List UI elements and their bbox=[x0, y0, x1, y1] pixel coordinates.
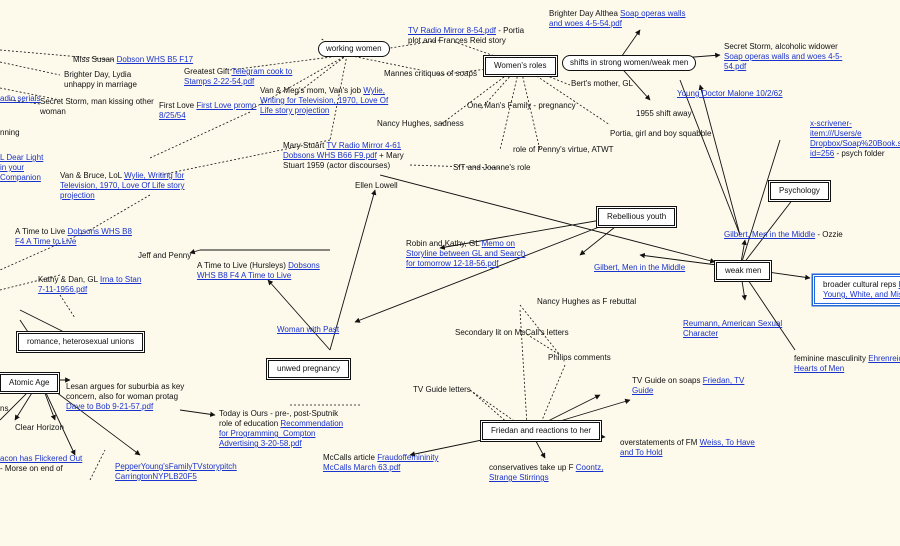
node-broader[interactable]: broader cultural reps B Young, White, an… bbox=[814, 276, 900, 304]
node-van-megs: Van & Meg's mom, Van's job Wylie, Writin… bbox=[260, 86, 389, 115]
node-one-mans-family: One Man's Family - pregnancy bbox=[467, 101, 576, 110]
broader-link[interactable]: B Young, White, and Mise bbox=[823, 280, 900, 299]
today-ours-link[interactable]: Recommendation for Programming_Compton A… bbox=[219, 419, 344, 448]
node-nancy-rebuttal: Nancy Hughes as F rebuttal bbox=[537, 297, 637, 306]
radio-serials-link[interactable]: adio serials bbox=[0, 94, 41, 103]
node-romance[interactable]: romance, heterosexual unions bbox=[18, 333, 144, 351]
node-reumann: Reumann, American Sexual Character bbox=[683, 319, 793, 339]
node-today-ours: Today is Ours - pre-, post-Sputnik role … bbox=[219, 409, 344, 448]
scrivener-link[interactable]: x-scrivener-item:///Users/e Dropbox/Soap… bbox=[810, 119, 900, 158]
node-working-women[interactable]: working women bbox=[318, 41, 390, 57]
node-mannes: Mannes critiques of soaps bbox=[384, 69, 477, 78]
node-ns: ns bbox=[0, 404, 9, 413]
tv-guide-soaps-link[interactable]: Friedan, TV Guide bbox=[632, 376, 745, 395]
node-nning: nning bbox=[0, 128, 20, 137]
van-megs-link[interactable]: Wylie, Writing for Television, 1970, Lov… bbox=[260, 86, 389, 115]
node-sft-joanne: SfT and Joanne's role bbox=[453, 163, 531, 172]
node-dear-light: L Dear Light in your Companion bbox=[0, 153, 45, 183]
node-friedan[interactable]: Friedan and reactions to her bbox=[482, 422, 601, 440]
reumann-link[interactable]: Reumann, American Sexual Character bbox=[683, 319, 783, 338]
node-unwed[interactable]: unwed pregnancy bbox=[268, 360, 350, 378]
node-secret-storm-kiss: Secret Storm, man kissing other woman bbox=[40, 97, 154, 116]
node-tv-guide-letters: TV Guide letters bbox=[413, 385, 471, 394]
node-young-doctor: Young Doctor Malone 10/2/62 bbox=[677, 89, 783, 99]
secret-storm-alc-link[interactable]: Soap operas walls and woes 4-5-54.pdf bbox=[724, 52, 843, 71]
node-woman-past: Woman with Past bbox=[277, 325, 339, 335]
node-miss-susan: Miss Susan Dobson WHS B5 F17 bbox=[73, 55, 194, 64]
node-first-love: First Love First Love promo 8/25/54 bbox=[159, 101, 257, 120]
node-robin-kathy: Robin and Kathy, GL Memo on Storyline be… bbox=[406, 239, 526, 268]
node-secondary-lit: Secondary lit on McCall's letters bbox=[455, 328, 569, 337]
node-tv-radio-portia: TV Radio Mirror 8-54.pdf - Portia plot a… bbox=[408, 26, 525, 45]
young-doctor-link[interactable]: Young Doctor Malone 10/2/62 bbox=[677, 89, 783, 98]
node-radio-serials: adio serials bbox=[0, 94, 40, 104]
dear-light-link[interactable]: L Dear Light in your Companion bbox=[0, 153, 44, 182]
node-atomic[interactable]: Atomic Age bbox=[0, 374, 59, 392]
node-pennys-virtue: role of Penny's virtue, ATWT bbox=[513, 145, 614, 154]
node-kathy-dan: Kathy & Dan, GL Irna to Stan 7-11-1956.p… bbox=[38, 275, 142, 294]
node-brighter-day-lydia: Brighter Day, Lydia unhappy in marriage bbox=[64, 70, 137, 89]
node-womens-roles[interactable]: Women's roles bbox=[485, 57, 556, 75]
node-1955: 1955 shift away bbox=[636, 109, 692, 118]
node-shifts[interactable]: shifts in strong women/weak men bbox=[562, 55, 697, 71]
gilbert-link[interactable]: Gilbert, Men in the Middle bbox=[594, 263, 686, 272]
node-van-bruce: Van & Bruce, LoL Wylie, Writing for Tele… bbox=[60, 171, 185, 200]
van-bruce-link[interactable]: Wylie, Writing for Television, 1970, Lov… bbox=[60, 171, 185, 200]
node-flickered: acon has Flickered Out - Morse on end of bbox=[0, 454, 83, 473]
node-ellen-lowell: Ellen Lowell bbox=[355, 181, 398, 190]
woman-past-link[interactable]: Woman with Past bbox=[277, 325, 340, 334]
conservatives-link[interactable]: Coontz, Strange Stirrings bbox=[489, 463, 604, 482]
brighter-day-althea-link[interactable]: Soap operas walls and woes 4-5-54.pdf bbox=[549, 9, 686, 28]
node-greatest-gift: Greatest Gift Telegram cook to Stamps 2-… bbox=[184, 67, 293, 86]
node-secret-storm-alc: Secret Storm, alcoholic widower Soap ope… bbox=[724, 42, 843, 71]
node-a-time-to-live-1: A Time to Live Dobsons WHS B8 F4 A Time … bbox=[15, 227, 132, 246]
node-rebellious[interactable]: Rebellious youth bbox=[598, 208, 676, 226]
node-philips: Philips comments bbox=[548, 353, 611, 362]
node-mccalls: McCalls article Fraudoffemininity McCall… bbox=[323, 453, 439, 472]
node-berts-mother: Bert's mother, GL bbox=[571, 79, 633, 88]
overstatements-link[interactable]: Weiss, To Have and To Hold bbox=[620, 438, 755, 457]
node-scrivener: x-scrivener-item:///Users/e Dropbox/Soap… bbox=[810, 119, 900, 158]
node-portia-girl: Portia, girl and boy squabble bbox=[610, 129, 712, 138]
node-weak-men[interactable]: weak men bbox=[716, 262, 771, 280]
flickered-link[interactable]: acon has Flickered Out bbox=[0, 454, 83, 463]
miss-susan-link[interactable]: Dobson WHS B5 F17 bbox=[116, 55, 194, 64]
kathy-dan-link[interactable]: Irna to Stan 7-11-1956.pdf bbox=[38, 275, 142, 294]
node-conservatives: conservatives take up F Coontz, Strange … bbox=[489, 463, 604, 482]
tv-radio-portia-link[interactable]: TV Radio Mirror 8-54.pdf bbox=[408, 26, 497, 35]
greatest-gift-link[interactable]: Telegram cook to Stamps 2-22-54.pdf bbox=[184, 67, 293, 86]
node-gilbert: Gilbert, Men in the Middle bbox=[594, 263, 685, 273]
node-lesan: Lesan argues for suburbia as key concern… bbox=[66, 382, 185, 411]
node-gilbert-ozzie: Gilbert, Men in the Middle - Ozzie bbox=[724, 230, 843, 239]
mccalls-link[interactable]: Fraudoffemininity McCalls March 63.pdf bbox=[323, 453, 439, 472]
first-love-link[interactable]: First Love promo 8/25/54 bbox=[159, 101, 257, 120]
node-brighter-day-althea: Brighter Day Althea Soap operas walls an… bbox=[549, 9, 686, 28]
node-clear-horizon: Clear Horizon bbox=[15, 423, 64, 432]
node-jeff-penny: Jeff and Penny bbox=[138, 251, 192, 260]
node-psychology[interactable]: Psychology bbox=[770, 182, 829, 200]
node-nancy-sadness: Nancy Hughes, sadness bbox=[377, 119, 464, 128]
a-time-to-live-2-link[interactable]: Dobsons WHS B8 F4 A Time to Live bbox=[197, 261, 320, 280]
node-a-time-to-live-2: A Time to Live (Hursleys) Dobsons WHS B8… bbox=[197, 261, 320, 280]
robin-kathy-link[interactable]: Memo on Storyline between GL and Search … bbox=[406, 239, 526, 268]
node-pepper: PepperYoung'sFamilyTVstorypitch Carringt… bbox=[115, 462, 265, 482]
a-time-to-live-1-link[interactable]: Dobsons WHS B8 F4 A Time to Live bbox=[15, 227, 132, 246]
node-mary-stuart: Mary Stuart TV Radio Mirror 4-61 Dobsons… bbox=[283, 141, 404, 170]
pepper-link[interactable]: PepperYoung'sFamilyTVstorypitch Carringt… bbox=[115, 462, 237, 481]
mary-stuart-link[interactable]: TV Radio Mirror 4-61 Dobsons WHS B66 F9.… bbox=[283, 141, 402, 160]
node-overstatements: overstatements of FM Weiss, To Have and … bbox=[620, 438, 755, 457]
lesan-link[interactable]: Dave to Bob 9-21-57.pdf bbox=[66, 402, 154, 411]
feminine-link[interactable]: Ehrenreic Hearts of Men bbox=[794, 354, 900, 373]
gilbert-ozzie-link[interactable]: Gilbert, Men in the Middle bbox=[724, 230, 816, 239]
node-tv-guide-soaps: TV Guide on soaps Friedan, TV Guide bbox=[632, 376, 745, 395]
node-feminine: feminine masculinity Ehrenreic Hearts of… bbox=[794, 354, 900, 374]
